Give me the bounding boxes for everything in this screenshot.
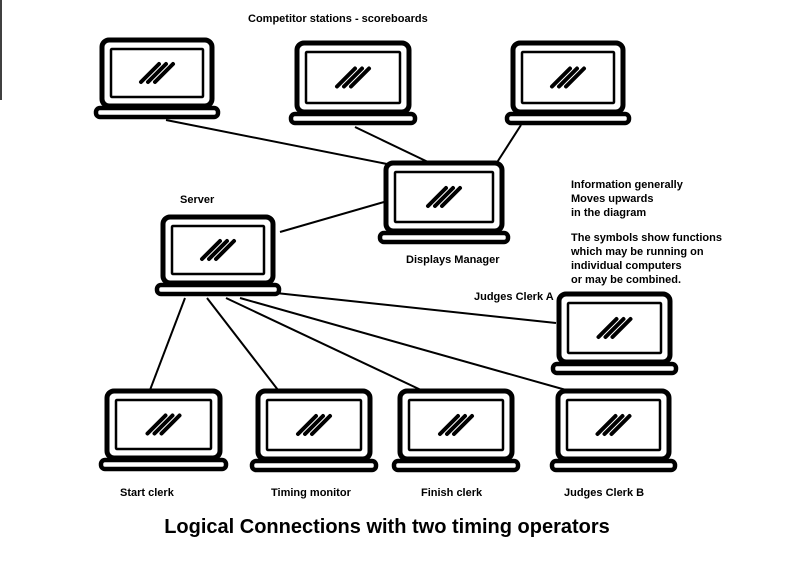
- note-line-4: The symbols show functions: [571, 232, 722, 244]
- laptop-base: [550, 361, 679, 376]
- glare-line-3: [610, 317, 633, 339]
- glare-line-1: [200, 239, 222, 261]
- laptop-base: [504, 111, 632, 126]
- label-timing-monitor: Timing monitor: [271, 487, 352, 499]
- glare-line-2: [602, 414, 625, 436]
- glare-line-2: [557, 66, 579, 89]
- laptop-icon: [391, 388, 521, 473]
- glare-line-3: [159, 413, 182, 436]
- edge-server-judges-clerk-b: [239, 297, 567, 391]
- glare-line-2: [603, 317, 626, 339]
- laptop-icon: [93, 37, 221, 120]
- laptop-base: [154, 282, 282, 297]
- edge-scoreboard-3-displays-manager: [495, 124, 522, 165]
- diagram-title: Logical Connections with two timing oper…: [164, 516, 610, 538]
- laptop-base: [549, 458, 678, 473]
- glare-line-1: [296, 414, 318, 436]
- edge-scoreboard-2-displays-manager: [354, 126, 429, 163]
- laptop-icon: [504, 40, 632, 126]
- edge-server-displays-manager: [279, 201, 385, 233]
- label-finish-clerk: Finish clerk: [421, 487, 483, 499]
- glare-line-3: [310, 414, 332, 436]
- laptop-icon: [154, 214, 282, 297]
- note-line-6: individual computers: [571, 260, 682, 272]
- glare-line-2: [207, 239, 229, 261]
- edge-server-finish-clerk: [225, 297, 422, 391]
- edge-server-timing-monitor: [206, 297, 279, 391]
- glare-line-1: [426, 186, 448, 208]
- laptop-icon: [550, 291, 679, 376]
- glare-line-2: [445, 414, 467, 436]
- glare-line-1: [438, 414, 460, 436]
- laptop-base: [98, 457, 229, 472]
- label-competitor-stations: Competitor stations - scoreboards: [248, 13, 428, 25]
- glare-line-2: [303, 414, 325, 436]
- laptop-base: [391, 458, 521, 473]
- glare-line-2: [146, 62, 168, 84]
- glare-line-1: [550, 66, 572, 89]
- laptop-base: [288, 111, 418, 126]
- laptop-base: [93, 105, 221, 120]
- glare-line-2: [433, 186, 455, 208]
- glare-line-2: [152, 413, 175, 436]
- glare-line-3: [349, 66, 371, 89]
- glare-line-2: [342, 66, 364, 89]
- glare-line-3: [440, 186, 462, 208]
- laptop-base: [249, 458, 379, 473]
- laptop-base: [377, 230, 511, 245]
- glare-line-1: [595, 414, 618, 436]
- glare-line-3: [609, 414, 632, 436]
- edge-scoreboard-1-displays-manager: [165, 119, 393, 166]
- note-line-2: Moves upwards: [571, 193, 654, 205]
- label-server: Server: [180, 194, 215, 206]
- note-line-7: or may be combined.: [571, 274, 681, 286]
- note-line-3: in the diagram: [571, 207, 646, 219]
- label-judges-clerk-b: Judges Clerk B: [564, 487, 644, 499]
- laptop-icon: [249, 388, 379, 473]
- laptop-icon: [377, 160, 511, 245]
- glare-line-1: [596, 317, 619, 339]
- info-note: Information generally Moves upwards in t…: [570, 179, 722, 286]
- label-judges-clerk-a: Judges Clerk A: [474, 291, 554, 303]
- connection-lines: [149, 119, 567, 391]
- label-start-clerk: Start clerk: [120, 487, 175, 499]
- note-line-1: Information generally: [571, 179, 684, 191]
- glare-line-3: [153, 62, 175, 84]
- glare-line-1: [335, 66, 357, 89]
- laptop-icon: [98, 388, 229, 472]
- note-line-5: which may be running on: [570, 246, 704, 258]
- glare-line-3: [214, 239, 236, 261]
- laptop-icon: [549, 388, 678, 473]
- edge-server-judges-clerk-a: [275, 292, 557, 324]
- glare-line-3: [564, 66, 586, 89]
- label-displays-manager: Displays Manager: [406, 254, 500, 266]
- glare-line-1: [145, 413, 168, 436]
- glare-line-1: [139, 62, 161, 84]
- laptop-nodes: [93, 37, 679, 473]
- glare-line-3: [452, 414, 474, 436]
- edge-server-start-clerk: [149, 297, 186, 391]
- laptop-icon: [288, 40, 418, 126]
